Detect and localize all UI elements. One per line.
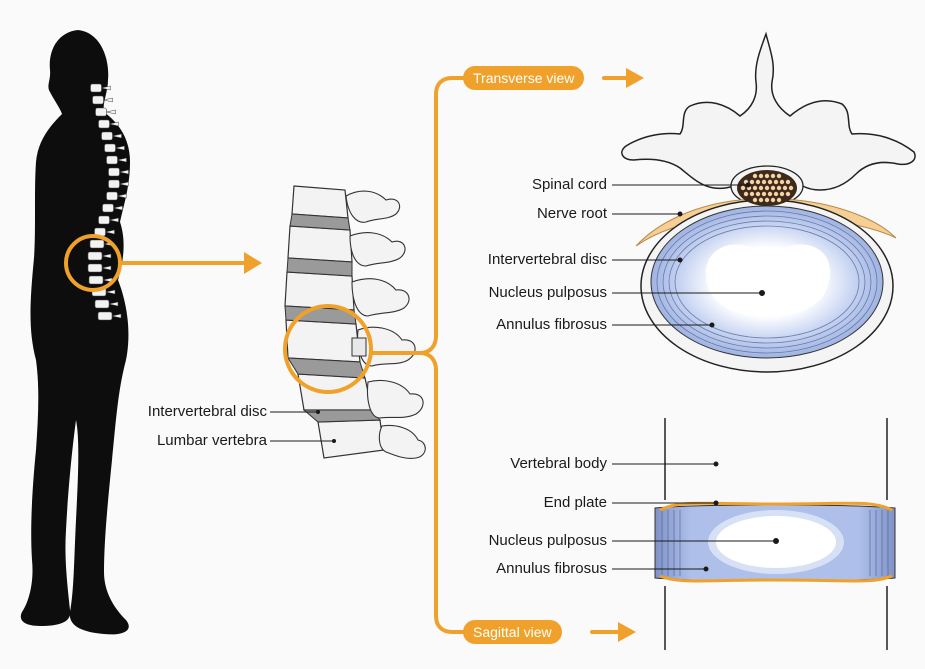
silhouette-vertebra (107, 192, 118, 200)
silhouette-vertebra (93, 96, 104, 104)
spinal-cord-fibre (771, 198, 775, 202)
label-nerve-root: Nerve root (537, 205, 607, 223)
silhouette-vertebra (107, 156, 118, 164)
spinal-cord-fibre (759, 198, 763, 202)
silhouette-vertebra (99, 216, 110, 224)
transverse-view-illustration (622, 34, 915, 372)
silhouette-vertebra (109, 180, 120, 188)
spinal-cord-fibre (780, 192, 784, 196)
label-spinal-cord: Spinal cord (532, 176, 607, 194)
silhouette-vertebra (88, 252, 102, 260)
lumbar-spine-illustration (285, 186, 425, 458)
spinal-cord-fibre (741, 186, 745, 190)
label-transverse-nucleus-pulposus: Nucleus pulposus (489, 284, 607, 302)
spinal-cord-fibre (777, 198, 781, 202)
silhouette-vertebra (102, 132, 113, 140)
silhouette-vertebra (88, 264, 102, 272)
label-vertebral-body: Vertebral body (510, 455, 607, 473)
spinal-cord-fibre (756, 192, 760, 196)
spinal-cord-fibre (744, 192, 748, 196)
spinal-cord-fibre (765, 186, 769, 190)
silhouette-vertebra (109, 168, 120, 176)
spinal-cord-fibre (783, 186, 787, 190)
spinal-cord-fibre (765, 174, 769, 178)
spinal-cord-fibre (759, 174, 763, 178)
spinal-cord-fibre (768, 192, 772, 196)
silhouette-vertebra (90, 240, 104, 248)
spinal-cord-fibre (771, 174, 775, 178)
sagittal-arrowhead (618, 622, 636, 642)
silhouette-vertebra (98, 312, 112, 320)
lumbar-zoom-arrowhead (244, 252, 262, 274)
spinal-cord-fibre (762, 180, 766, 184)
silhouette-vertebra (89, 276, 103, 284)
spinal-cord-fibre (762, 192, 766, 196)
spinal-cord-fibre (756, 180, 760, 184)
silhouette-vertebra (96, 108, 107, 116)
silhouette-spinous-process (107, 110, 116, 114)
spinal-cord-fibre (753, 198, 757, 202)
sagittal-view-badge: Sagittal view (463, 620, 562, 644)
label-end-plate: End plate (544, 494, 607, 512)
silhouette-vertebra (105, 144, 116, 152)
transverse-view-badge: Transverse view (463, 66, 584, 90)
silhouette-vertebra (99, 120, 110, 128)
spinal-cord-fibre (777, 186, 781, 190)
spinal-cord-fibre (750, 180, 754, 184)
silhouette-vertebra (103, 204, 114, 212)
label-sagittal-annulus-fibrosus: Annulus fibrosus (496, 560, 607, 578)
spinal-cord-fibre (774, 192, 778, 196)
spinal-cord-fibre (753, 186, 757, 190)
sagittal-view-illustration (655, 418, 895, 650)
spinal-cord-fibre (774, 180, 778, 184)
spinal-cord-fibre (768, 180, 772, 184)
human-silhouette (21, 30, 130, 634)
spinal-cord-fibre (750, 192, 754, 196)
silhouette-vertebra (95, 300, 109, 308)
transverse-arrowhead (626, 68, 644, 88)
spinal-cord-fibre (765, 198, 769, 202)
spinal-cord-fibre (771, 186, 775, 190)
spinal-cord-fibre (759, 186, 763, 190)
spinal-cord-fibre (753, 174, 757, 178)
silhouette-vertebra (91, 84, 102, 92)
label-transverse-annulus-fibrosus: Annulus fibrosus (496, 316, 607, 334)
spinal-cord-fibre (789, 186, 793, 190)
label-sagittal-nucleus-pulposus: Nucleus pulposus (489, 532, 607, 550)
spinal-cord-fibre (786, 180, 790, 184)
spinal-cord-fibre (777, 174, 781, 178)
spinal-cord-fibre (786, 192, 790, 196)
spinal-cord-fibre (780, 180, 784, 184)
label-lumbar-vertebra: Lumbar vertebra (157, 432, 267, 450)
label-spine-intervertebral-disc: Intervertebral disc (148, 403, 267, 421)
label-transverse-intervertebral-disc: Intervertebral disc (488, 251, 607, 269)
